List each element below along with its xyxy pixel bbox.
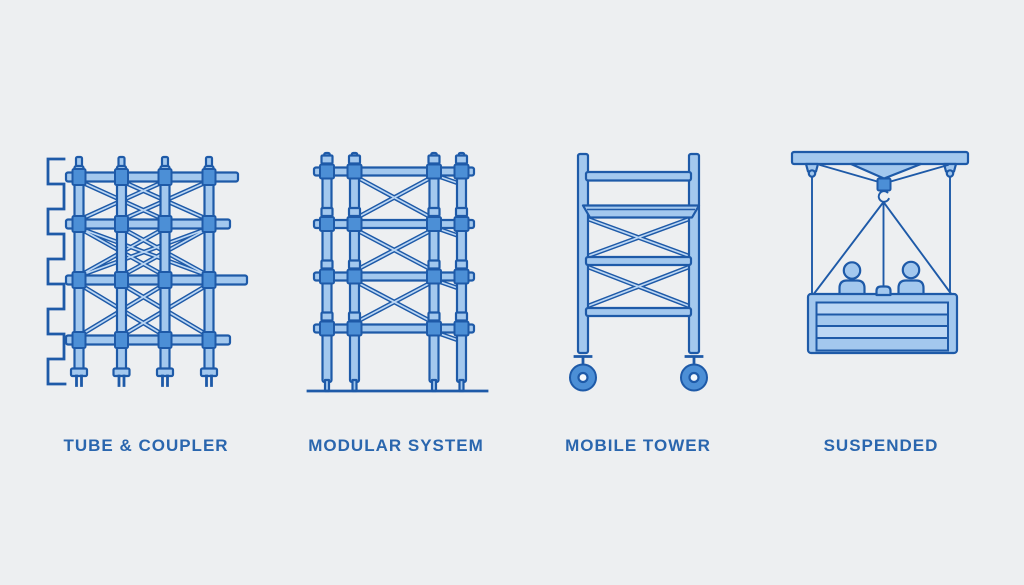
wall-tie-zigzag xyxy=(46,157,67,386)
label-suspended: SUSPENDED xyxy=(823,436,939,455)
platform-basket xyxy=(806,292,959,355)
depth-transoms xyxy=(436,174,462,343)
rigging-block xyxy=(876,177,892,192)
frame-posts xyxy=(576,152,701,355)
horizontal-rails xyxy=(584,170,693,318)
suspended-illustration xyxy=(790,150,970,355)
caster-wheel-right xyxy=(679,355,709,392)
rigging-funnel xyxy=(849,162,923,180)
suspension-cables xyxy=(811,176,953,296)
ledgers xyxy=(64,171,249,346)
label-mobile-tower: MOBILE TOWER xyxy=(565,436,711,455)
support-beam xyxy=(790,150,970,166)
modular-system-illustration xyxy=(306,151,489,393)
pulley-left xyxy=(804,162,820,178)
tube-coupler-illustration xyxy=(46,155,249,387)
mobile-tower-illustration xyxy=(568,152,709,392)
worker-right xyxy=(897,260,925,297)
cross-braces xyxy=(585,216,692,309)
cross-braces xyxy=(352,173,437,326)
work-platform xyxy=(581,204,701,219)
worker-left xyxy=(838,261,866,297)
cross-braces xyxy=(76,178,212,339)
rosette-collars xyxy=(318,154,470,337)
hook-icon xyxy=(877,190,890,203)
label-modular-system: MODULAR SYSTEM xyxy=(308,436,484,455)
caster-wheel-left xyxy=(568,355,598,392)
label-tube-coupler: TUBE & COUPLER xyxy=(63,436,229,455)
cable-anchor-tab xyxy=(875,285,892,297)
rigging-diagonals xyxy=(819,164,949,183)
